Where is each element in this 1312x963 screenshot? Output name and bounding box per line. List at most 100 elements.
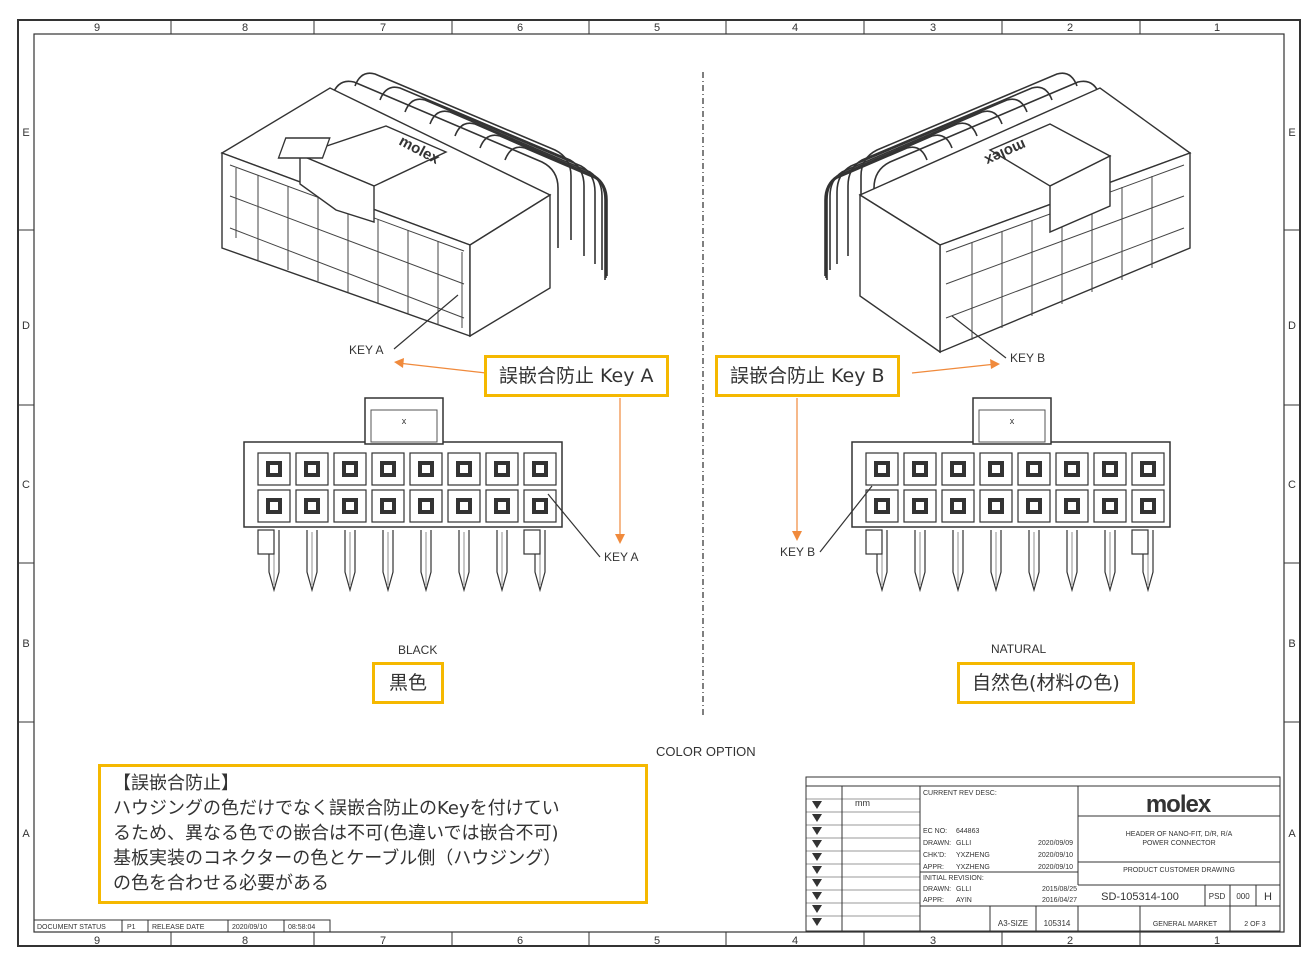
t-chl: CHK'D: — [923, 852, 946, 859]
zone-number: 2 — [1067, 935, 1073, 947]
zone-number: 1 — [1214, 935, 1220, 947]
key-b-label-top: KEY B — [1010, 351, 1046, 365]
zone-number: 3 — [930, 935, 936, 947]
symbol-triangle — [812, 866, 822, 874]
cavity-terminal-core — [498, 502, 506, 510]
t-size: A3-SIZE — [998, 919, 1028, 928]
document-status-bar — [33, 919, 331, 933]
s-rel: RELEASE DATE — [152, 924, 205, 931]
note-line: るため、異なる色での嵌合は不可(色違いでは嵌合不可) — [113, 823, 559, 844]
symbol-triangle — [812, 827, 822, 835]
key-b-label-front: KEY B — [780, 545, 816, 559]
zone-letter: E — [1288, 127, 1295, 139]
cavity-terminal-core — [536, 502, 544, 510]
cavity-terminal-core — [1068, 502, 1076, 510]
cavity-terminal-core — [422, 502, 430, 510]
zone-number: 4 — [792, 22, 798, 34]
cavity-terminal-core — [384, 502, 392, 510]
t-dtype: PRODUCT CUSTOMER DRAWING — [1123, 867, 1235, 874]
zone-letter: C — [22, 479, 30, 491]
t-ap: YXZHENG — [956, 864, 990, 871]
cavity-terminal-core — [1144, 465, 1152, 473]
t-ecl: EC NO: — [923, 828, 947, 835]
cavity — [523, 452, 557, 486]
cavity-terminal-core — [460, 502, 468, 510]
cavity-terminal-core — [916, 465, 924, 473]
zone-letter: D — [1288, 320, 1296, 332]
cavity-terminal-core — [1030, 502, 1038, 510]
zone-number: 3 — [930, 22, 936, 34]
zone-number: 2 — [1067, 22, 1073, 34]
cavity — [1093, 489, 1127, 523]
zone-number: 6 — [517, 935, 523, 947]
title-block — [805, 776, 1281, 932]
cavity-terminal-core — [1106, 502, 1114, 510]
color-black-jp: 黒色 — [372, 662, 445, 704]
zone-number: 9 — [94, 935, 100, 947]
s-date: 2020/09/10 — [232, 924, 267, 931]
t-ch: YXZHENG — [956, 852, 990, 859]
zone-number: 5 — [654, 935, 660, 947]
zone-number: 5 — [654, 22, 660, 34]
zone-number: 8 — [242, 22, 248, 34]
key-a-label-top: KEY A — [349, 343, 384, 357]
cavity-terminal-core — [308, 502, 316, 510]
t-drl: DRAWN: — [923, 840, 951, 847]
cavity-terminal-core — [308, 465, 316, 473]
t-series: 105314 — [1044, 919, 1071, 928]
cavity — [257, 452, 291, 486]
left-connector-front-view: x — [243, 397, 563, 593]
t-units: mm — [855, 798, 870, 808]
latch-window — [370, 409, 438, 443]
zone-number: 7 — [380, 22, 386, 34]
latch-window — [978, 409, 1046, 443]
cavity-terminal-core — [992, 502, 1000, 510]
t-sheet: 2 OF 3 — [1244, 921, 1266, 928]
symbol-triangle — [812, 918, 822, 926]
symbol-triangle — [812, 879, 822, 887]
cavity-terminal-core — [270, 465, 278, 473]
zone-letter: E — [22, 127, 29, 139]
t-docno: SD-105314-100 — [1101, 891, 1179, 903]
t-psd: PSD — [1209, 892, 1226, 901]
t-logo: molex — [1146, 791, 1212, 818]
zone-number: 4 — [792, 935, 798, 947]
cavity — [409, 489, 443, 523]
note-line: ハウジングの色だけでなく誤嵌合防止のKeyを付けてい — [113, 798, 560, 819]
zone-number: 7 — [380, 935, 386, 947]
peg — [865, 529, 883, 555]
t-drl2: DRAWN: — [923, 886, 951, 893]
t-code: 000 — [1236, 892, 1250, 901]
cavity-terminal-core — [422, 465, 430, 473]
title-block-text: mm CURRENT REV DESC: EC NO:644863 DRAWN:… — [855, 790, 1272, 928]
cavity-terminal-core — [1030, 465, 1038, 473]
cavity-terminal-core — [878, 502, 886, 510]
zone-number: 9 — [94, 22, 100, 34]
right-connector-isometric: molex — [824, 72, 1192, 354]
outer-frame — [17, 19, 1301, 947]
t-drd: 2020/09/09 — [1038, 840, 1073, 847]
inner-frame — [33, 33, 1285, 933]
cavity-terminal-core — [384, 465, 392, 473]
t-market: GENERAL MARKET — [1153, 921, 1218, 928]
peg — [523, 529, 541, 555]
left-connector-isometric: molex — [220, 72, 608, 338]
color-option-label: COLOR OPTION — [656, 744, 756, 759]
t-apl: APPR: — [923, 864, 944, 871]
symbol-triangle — [812, 892, 822, 900]
t-ap2: AYIN — [956, 897, 972, 904]
t-dr2: GLLI — [956, 886, 971, 893]
callout-key-a: 誤嵌合防止 Key A — [484, 355, 669, 397]
color-natural-label: NATURAL — [991, 642, 1047, 656]
symbol-triangle — [812, 801, 822, 809]
peg — [1131, 529, 1149, 555]
cavity-terminal-core — [878, 465, 886, 473]
s-label: DOCUMENT STATUS — [37, 924, 106, 931]
t-ap2d: 2016/04/27 — [1042, 897, 1077, 904]
symbol-triangle — [812, 814, 822, 822]
t-apd: 2020/09/10 — [1038, 864, 1073, 871]
orange-arrows — [394, 358, 1000, 544]
latch-mark: x — [1010, 416, 1015, 426]
note-line: の色を合わせる必要がある — [113, 873, 329, 894]
